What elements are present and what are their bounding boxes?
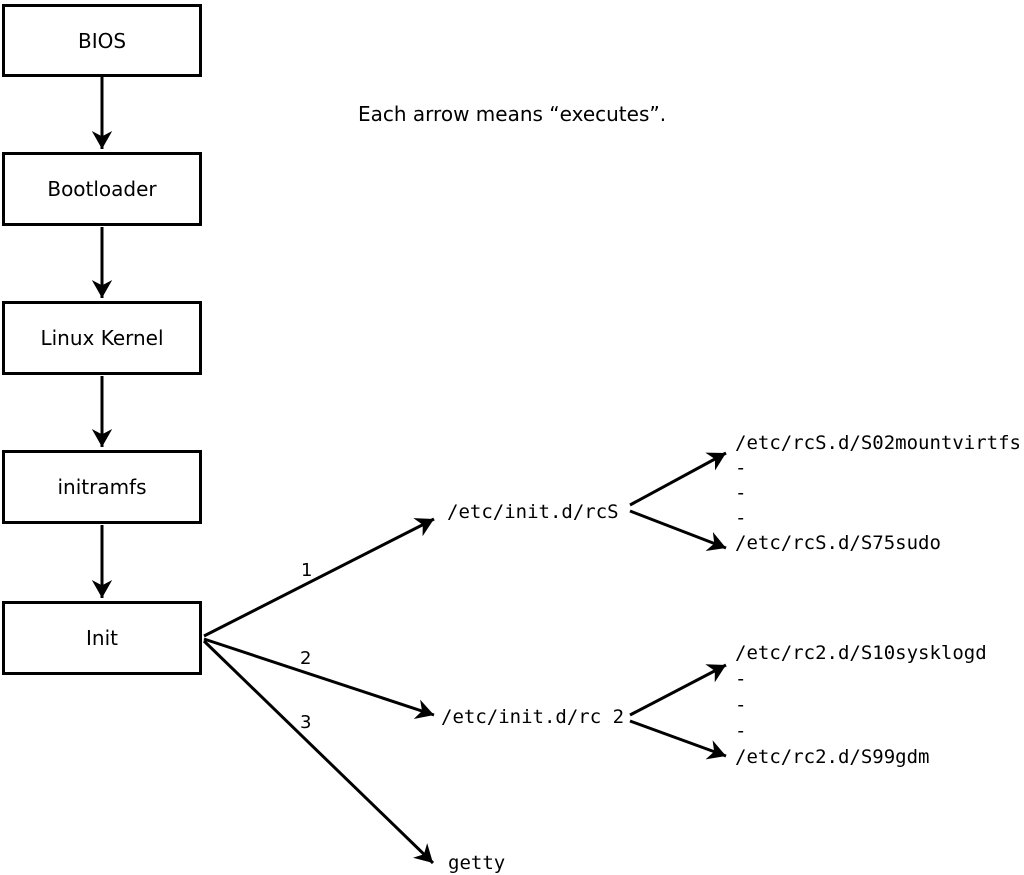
arrow-legend-note: Each arrow means “executes”. bbox=[358, 102, 667, 126]
script-list-item: /etc/rcS.d/S75sudo bbox=[735, 532, 941, 554]
arrow-rc2-to-last-script bbox=[629, 719, 727, 760]
box-initramfs: initramfs bbox=[2, 450, 202, 524]
arrow-init-to-rcs bbox=[203, 517, 435, 638]
box-linux-kernel: Linux Kernel bbox=[2, 301, 202, 375]
arrow-rcs-to-first-script bbox=[629, 451, 727, 507]
target-rcs-label: /etc/init.d/rcS bbox=[447, 501, 619, 523]
box-init: Init bbox=[2, 601, 202, 675]
script-list-item: - bbox=[735, 507, 747, 529]
arrow-init-to-getty bbox=[202, 639, 435, 865]
box-initramfs-label: initramfs bbox=[57, 475, 147, 499]
script-list-item: - bbox=[735, 482, 747, 504]
box-bootloader-label: Bootloader bbox=[47, 177, 157, 201]
box-bios: BIOS bbox=[2, 4, 202, 77]
box-bootloader: Bootloader bbox=[2, 152, 202, 226]
box-init-label: Init bbox=[86, 626, 118, 650]
script-list-item: /etc/rcS.d/S02mountvirtfs bbox=[735, 432, 1021, 454]
script-list-item: - bbox=[735, 720, 747, 742]
script-list-item: /etc/rc2.d/S10sysklogd bbox=[735, 642, 987, 664]
arrow-2-number-label: 2 bbox=[300, 648, 312, 669]
box-linux-kernel-label: Linux Kernel bbox=[40, 326, 164, 350]
arrow-rcs-to-last-script bbox=[629, 509, 727, 552]
arrow-1-number-label: 1 bbox=[301, 560, 313, 581]
arrow-rc2-to-first-script bbox=[629, 663, 727, 717]
rc2-script-list: /etc/rc2.d/S10sysklogd - - - /etc/rc2.d/… bbox=[735, 640, 987, 770]
target-rc2-label: /etc/init.d/rc 2 bbox=[441, 706, 625, 728]
script-list-item: /etc/rc2.d/S99gdm bbox=[735, 746, 930, 768]
arrow-init-to-rc2 bbox=[203, 637, 435, 720]
script-list-item: - bbox=[735, 694, 747, 716]
target-getty-label: getty bbox=[448, 852, 506, 874]
script-list-item: - bbox=[735, 668, 747, 690]
rcs-script-list: /etc/rcS.d/S02mountvirtfs - - - /etc/rcS… bbox=[735, 431, 1021, 556]
script-list-item: - bbox=[735, 457, 747, 479]
arrow-3-number-label: 3 bbox=[300, 712, 312, 733]
box-bios-label: BIOS bbox=[77, 28, 127, 53]
